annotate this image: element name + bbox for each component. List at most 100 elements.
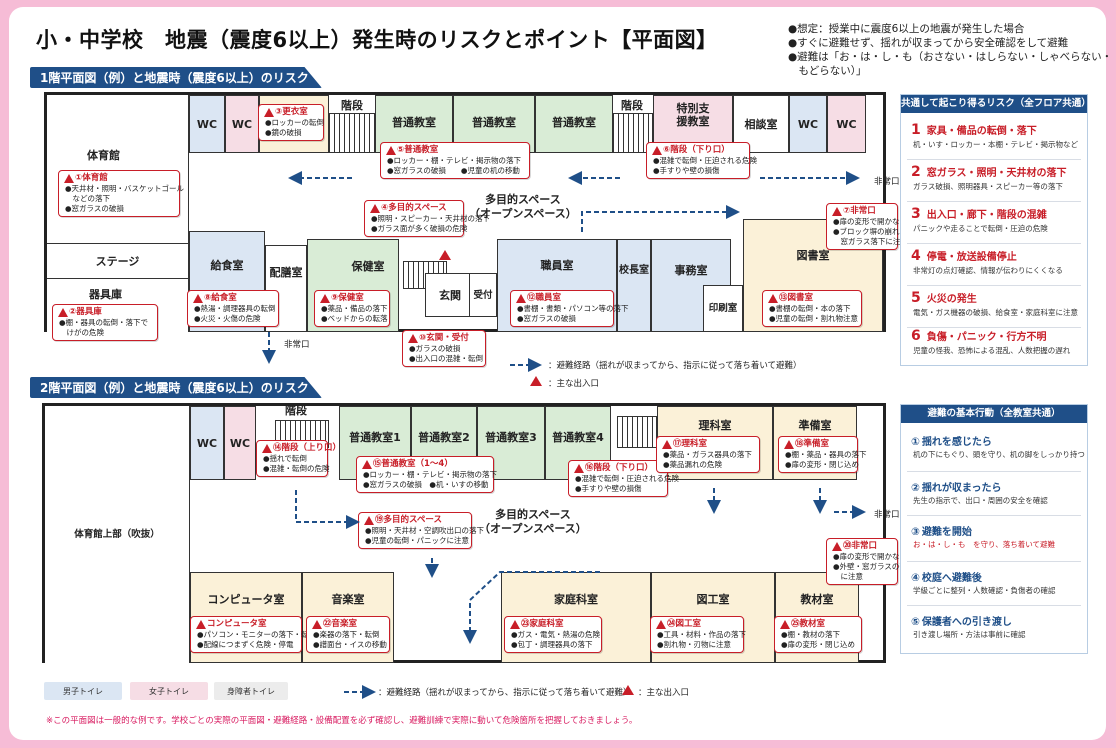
risk-title: 出入口・廊下・階段の混雑: [926, 210, 1047, 221]
risk-number: 3: [911, 206, 921, 222]
risk-callout: ④多目的スペース●照明・スピーカー・天井材の落下●ガラス面が多く破損の危険: [364, 200, 490, 237]
risk-callout: ⑤普通教室●ロッカー・棚・テレビ・掲示物の落下●窓ガラスの破損 ●児童の机の移動: [380, 142, 530, 179]
note-line: ●すぐに避難せず、揺れが収まってから安全確認をして避難: [788, 37, 1069, 49]
callout-line: けがの危険: [59, 328, 104, 337]
assumption-notes: ●想定：授業中に震度6以上の地震が発生した場合 ●すぐに避難せず、揺れが収まって…: [788, 22, 1112, 78]
route-legend: ：避難経路（揺れが収まってから、指示に従って落ち着いて避難）: [548, 361, 802, 371]
legend-boys-toilet: 男子トイレ: [44, 682, 122, 700]
callout-line: ●天井材・照明・バスケットゴール: [65, 184, 185, 193]
room-label: 校長室: [619, 265, 649, 276]
exit-label: 非常口: [874, 177, 900, 187]
callout-line: 窓ガラス落下に注意: [833, 237, 908, 246]
callout-line: ●書棚・書類・パソコン等の落下: [517, 304, 629, 313]
footer-note: ※この平面図は一般的な例です。学校ごとの実際の平面図・避難経路・設備配置を必ず確…: [46, 716, 638, 726]
callout-title: ①体育館: [64, 173, 175, 184]
callout-line: ●熱湯・調理器具の転倒: [194, 304, 276, 313]
callout-title: ④多目的スペース: [370, 203, 459, 214]
callout-line: ●ロッカー・棚・テレビ・掲示物の落下: [363, 470, 498, 479]
classroom-2f-3: 普通教室3: [477, 406, 545, 480]
risk-callout: ⑯階段（下り口）●混雑で転倒・圧迫される危険●手すりや壁の損傷: [568, 460, 679, 497]
callout-line: ●ガス・電気・熱湯の危険: [511, 630, 601, 639]
action-number: ⑤: [911, 616, 920, 628]
callout-line: ●譜面台・イスの移動: [313, 640, 387, 649]
gym-upper: 体育館上部（吹抜）: [45, 406, 190, 663]
risk-callout: ⑧給食室●熱湯・調理器具の転倒●火災・火傷の危険: [187, 290, 279, 327]
risk-number: 4: [911, 248, 921, 264]
exit-label: 非常口: [284, 340, 310, 350]
risk-desc: 机・いす・ロッカー・本棚・テレビ・掲示物など: [913, 140, 1078, 149]
action-desc: 学級ごとに整列・人数確認・負傷者の確認: [913, 586, 1056, 595]
callout-line: ●ベッドからの転落: [321, 314, 388, 323]
route-legend-2: ：避難経路（揺れが収まってから、指示に従って落ち着いて避難）: [378, 688, 632, 698]
floor1-heading: 1階平面図（例）と地震時（震度6以上）のリスク: [30, 67, 322, 88]
open-space-2f: 多目的スペース （オープンスペース）: [479, 508, 587, 535]
risk-desc: パニックや走ることで転倒・圧迫の危険: [913, 224, 1048, 233]
room-label: 特別支 援教室: [676, 102, 710, 128]
open-space-1f: 多目的スペース （オープンスペース）: [469, 193, 577, 220]
wc-label: WC: [836, 117, 857, 131]
callout-line: ●楽器の落下・転倒: [313, 630, 380, 639]
wc-boys-1: WC: [189, 95, 225, 153]
risk-callout: ⑱準備室●棚・薬品・器具の落下●扉の変形・閉じ込め: [778, 436, 867, 473]
callout-title: ⑭階段（上り口）: [262, 443, 341, 454]
room-label: 理科室: [698, 419, 732, 432]
callout-line: ●児童の転倒・割れ物注意: [769, 314, 859, 323]
callout-line: ●扉の変形・閉じ込め: [781, 640, 856, 649]
callout-line: ●ガラスの破損: [409, 344, 461, 353]
callout-title: ⑤普通教室: [386, 145, 525, 156]
callout-line: ●窓ガラスの破損: [65, 204, 124, 213]
callout-title: ⑧給食室: [193, 293, 274, 304]
reception-room: 受付: [469, 273, 497, 317]
callout-line: ●棚・薬品・器具の落下: [785, 450, 867, 459]
wc-label: WC: [196, 117, 218, 131]
risk-callout: ㉓家庭科室●ガス・電気・熱湯の危険●包丁・調理器具の落下: [504, 616, 602, 653]
risk-number: 2: [911, 164, 921, 180]
callout-line: ●火災・火傷の危険: [194, 314, 261, 323]
callout-line: ●窓ガラスの破損 ●児童の机の移動: [387, 166, 520, 175]
callout-title: ②器具庫: [58, 307, 153, 318]
risk-callout: ①体育館●天井材・照明・バスケットゴール などの落下●窓ガラスの破損: [58, 170, 185, 217]
wc-girls-1: WC: [225, 95, 259, 153]
callout-title: ㉕教材室: [780, 619, 857, 630]
room-label: 普通教室: [472, 116, 516, 129]
action-desc: お・は・し・も を守り、落ち着いて避難: [913, 540, 1055, 549]
callout-line: ●薬品・備品の落下: [321, 304, 388, 313]
risk-number: 6: [911, 328, 921, 344]
wc-girls-2f: WC: [224, 406, 256, 480]
callout-line: ●扉の変形で開かない: [833, 552, 908, 561]
storage-label: 器具庫: [89, 288, 122, 301]
room-label: 普通教室3: [485, 431, 537, 444]
room-label: 普通教室: [392, 116, 436, 129]
callout-line: ●照明・天井材・空調吹出口の落下: [365, 526, 485, 535]
action-number: ②: [911, 482, 920, 494]
risk-callout: ⑮普通教室（1〜4）●ロッカー・棚・テレビ・掲示物の落下●窓ガラスの破損 ●机・…: [356, 456, 498, 493]
risk-callout: ③更衣室●ロッカーの転倒●鏡の破損: [258, 104, 324, 141]
callout-line: ●棚・器具の転倒・落下で: [59, 318, 149, 327]
wc-label: WC: [229, 436, 251, 450]
wc-boys-2: WC: [789, 95, 827, 153]
classroom-1f-3: 普通教室: [535, 95, 613, 153]
room-label: 事務室: [674, 264, 708, 277]
callout-line: ●出入口の混雑・転倒: [409, 354, 484, 363]
callout-title: ㉒音楽室: [312, 619, 385, 630]
risk-callout: ⑰理科室●薬品・ガラス器具の落下●薬品漏れの危険: [656, 436, 760, 473]
risk-callout: ②器具庫●棚・器具の転倒・落下で けがの危険: [52, 304, 158, 341]
callout-title: コンピュータ室: [196, 619, 297, 630]
callout-line: ●扉の変形で開かない: [833, 217, 908, 226]
callout-line: ●パソコン・モニターの落下・転倒: [197, 630, 317, 639]
callout-title: ⑲多目的スペース: [364, 515, 467, 526]
callout-line: ●児童の転倒・パニックに注意: [365, 536, 470, 545]
room-label: 普通教室2: [418, 431, 470, 444]
callout-title: ⑬図書室: [768, 293, 857, 304]
room-label: 普通教室4: [552, 431, 604, 444]
risk-title: 家具・備品の転倒・落下: [926, 126, 1037, 137]
floor2-heading: 2階平面図（例）と地震時（震度6以上）のリスク: [30, 377, 322, 398]
risk-title: 負傷・パニック・行方不明: [926, 332, 1047, 343]
stage-label: ステージ: [95, 254, 140, 268]
